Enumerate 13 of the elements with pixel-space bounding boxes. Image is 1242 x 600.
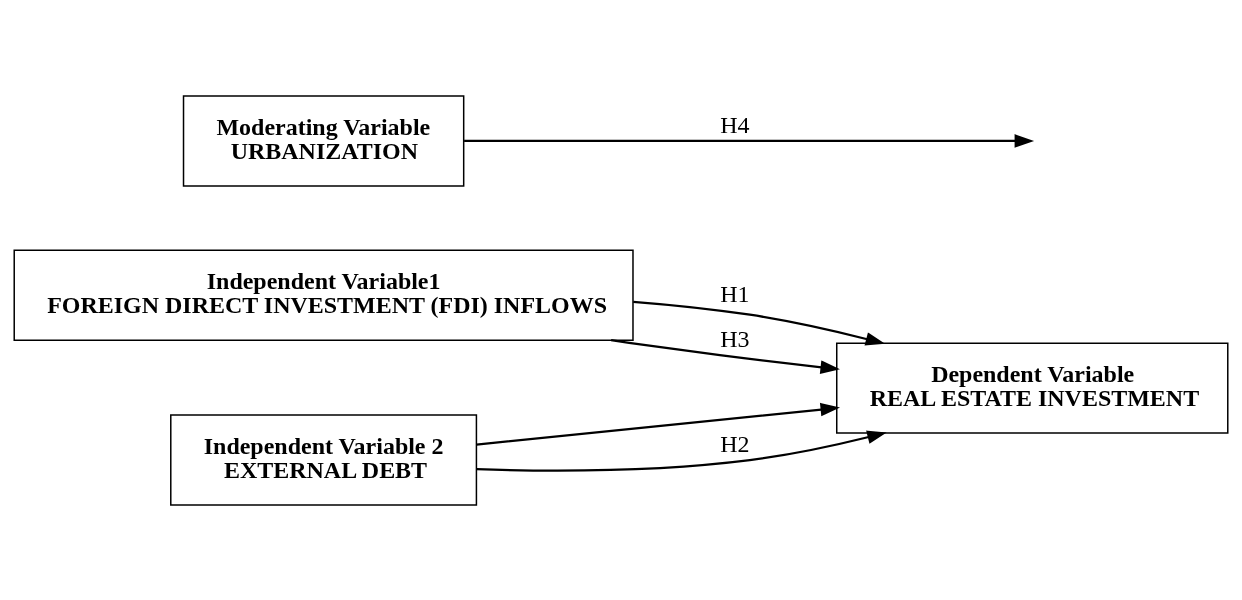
arrow <box>476 430 887 472</box>
node-box: Independent Variable1 FOREIGN DIRECT INVESTMENT (FDI) INFLOWS <box>13 249 634 341</box>
edge-label: H4 <box>720 111 750 138</box>
arrow <box>633 300 886 346</box>
edge-label: H2 <box>720 430 750 457</box>
node-box: Independent Variable 2 EXTERNAL DEBT <box>170 413 478 506</box>
arrow <box>464 133 1035 148</box>
node-box: Moderating Variable URBANIZATION <box>182 94 465 187</box>
arrow <box>610 338 840 374</box>
edge-label: H1 <box>720 280 750 307</box>
arrow <box>476 402 841 446</box>
edge-label: H3 <box>720 325 750 352</box>
node-box: Dependent Variable REAL ESTATE INVESTMENT <box>836 341 1229 434</box>
